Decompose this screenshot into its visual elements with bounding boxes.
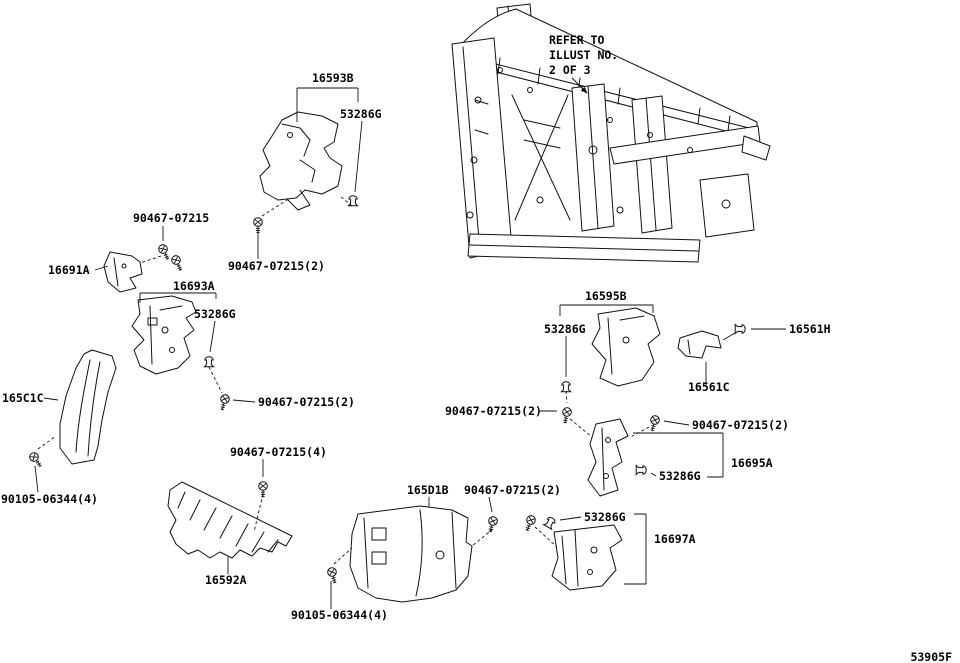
bolt-label-90467-07215-2-b: 90467-07215(2) bbox=[258, 395, 355, 409]
bolt-label-90467-07215: 90467-07215 bbox=[133, 211, 209, 225]
grommet-label-53286G-b: 53286G bbox=[194, 307, 236, 321]
bolt-icon bbox=[485, 515, 499, 534]
grommet-label-53286G-e: 53286G bbox=[584, 510, 626, 524]
refer-note-line3: 2 OF 3 bbox=[549, 63, 591, 77]
part-label-16593B: 16593B bbox=[312, 71, 354, 85]
bolt-label-90105-06344-4-b: 90105-06344(4) bbox=[291, 608, 388, 622]
part-label-16595B: 16595B bbox=[585, 289, 627, 303]
bolt-icon bbox=[169, 253, 186, 273]
refer-note-line2: ILLUST NO. bbox=[549, 48, 618, 62]
part-label-16695A: 16695A bbox=[731, 456, 773, 470]
part-16592A-drawing bbox=[167, 481, 293, 559]
bolt-label-90467-07215-2-c: 90467-07215(2) bbox=[464, 483, 561, 497]
grommet-icon bbox=[560, 381, 572, 393]
part-label-16697A: 16697A bbox=[654, 532, 696, 546]
part-label-16693A: 16693A bbox=[173, 279, 215, 293]
refer-note-line1: REFER TO bbox=[549, 33, 604, 47]
part-16561C-drawing bbox=[677, 330, 722, 359]
part-16595B-drawing bbox=[591, 307, 661, 387]
part-label-16561C: 16561C bbox=[688, 380, 730, 394]
bolt-icon bbox=[522, 513, 538, 533]
part-16695A-drawing bbox=[587, 418, 629, 497]
part-165D1B-drawing bbox=[349, 505, 473, 603]
part-16593B-drawing bbox=[259, 111, 343, 211]
part-16697A-drawing bbox=[551, 524, 623, 591]
part-165C1C-drawing bbox=[59, 349, 117, 465]
bolt-label-90467-07215-4: 90467-07215(4) bbox=[230, 445, 327, 459]
radiator-support-drawing bbox=[451, 3, 771, 263]
bolt-icon bbox=[156, 242, 173, 262]
part-label-16561H: 16561H bbox=[789, 322, 831, 336]
bolt-label-90467-07215-2-a: 90467-07215(2) bbox=[228, 259, 325, 273]
bolt-label-90467-07215-2-d: 90467-07215(2) bbox=[445, 404, 542, 418]
grommet-icon bbox=[543, 515, 558, 530]
leader-lines bbox=[34, 77, 786, 609]
bolt-label-90467-07215-2-e: 90467-07215(2) bbox=[692, 418, 789, 432]
diagram-labels: REFER TO ILLUST NO. 2 OF 3 16593B 53286G… bbox=[1, 33, 952, 663]
part-label-165C1C: 165C1C bbox=[2, 391, 44, 405]
part-16691A-drawing bbox=[103, 251, 143, 293]
part-16693A-drawing bbox=[131, 295, 197, 375]
bolt-icon bbox=[647, 414, 661, 433]
bolt-icon bbox=[27, 450, 45, 470]
part-label-16592A: 16592A bbox=[205, 573, 247, 587]
grommet-icon bbox=[203, 356, 215, 368]
part-label-16691A: 16691A bbox=[48, 263, 90, 277]
bolt-label-90105-06344-4-a: 90105-06344(4) bbox=[1, 492, 98, 506]
doc-code: 53905F bbox=[910, 650, 952, 663]
part-label-165D1B: 165D1B bbox=[407, 483, 449, 497]
grommet-label-53286G-d: 53286G bbox=[659, 469, 701, 483]
grommet-icon bbox=[734, 323, 746, 335]
grommet-label-53286G-c: 53286G bbox=[544, 322, 586, 336]
bolt-icon bbox=[326, 566, 340, 585]
grommet-label-53286G-a: 53286G bbox=[340, 107, 382, 121]
bolt-icon bbox=[217, 393, 231, 412]
bolt-icon bbox=[560, 406, 573, 425]
grommet-icon bbox=[635, 464, 647, 476]
